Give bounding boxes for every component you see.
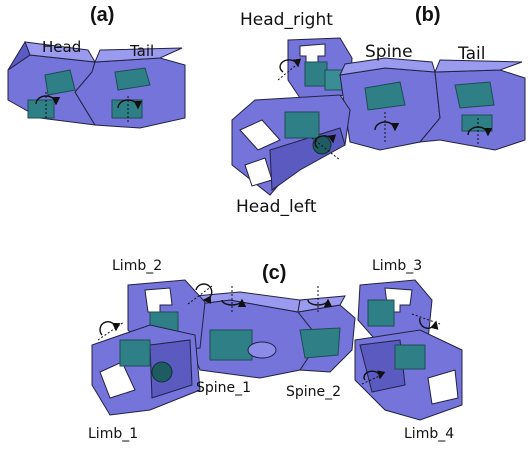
panel-b-head-left-module xyxy=(231,94,351,196)
panel-c-limb-3-label: Limb_3 xyxy=(372,258,423,274)
panel-b-tail-label: Tail xyxy=(458,44,486,64)
panel-c-limb-2-label: Limb_2 xyxy=(112,258,163,274)
panel-b-head-right-label: Head_right xyxy=(240,10,333,30)
panel-c-limb-1-module xyxy=(91,324,201,416)
panel-c-spine-2-module xyxy=(297,295,356,373)
panel-c-axis-indicators xyxy=(97,283,441,385)
panel-b-spine-module xyxy=(339,57,441,151)
panel-c-spine-2-label: Spine_2 xyxy=(286,384,342,400)
panel-a-head-module xyxy=(7,40,96,126)
panel-a-robot xyxy=(7,40,186,129)
panel-c-limb-1-label: Limb_1 xyxy=(88,426,139,442)
panel-b-head-left-label: Head_left xyxy=(236,197,317,217)
panel-c-spine-1-label: Spine_1 xyxy=(196,380,252,396)
panel-b-robot xyxy=(231,37,526,196)
panel-b-rotation-arrow-head-right xyxy=(279,58,302,73)
panel-b-spine-label: Spine xyxy=(365,42,413,62)
panel-b-tag: (b) xyxy=(415,4,441,26)
panel-a-tag: (a) xyxy=(90,4,115,26)
panel-c-limb-3-module xyxy=(357,279,433,346)
panel-b-rotation-arrow-head-left xyxy=(314,134,337,149)
panel-c-limb-4-label: Limb_4 xyxy=(404,426,455,442)
panel-c-robot xyxy=(91,279,463,421)
panel-c-tag: (c) xyxy=(262,262,287,284)
panel-c-limb-4-module xyxy=(354,329,463,421)
panel-a-tail-module xyxy=(74,47,186,129)
panel-b-tail-module xyxy=(418,59,526,151)
panel-a-head-label: Head xyxy=(42,38,82,56)
panel-b-head-right-module xyxy=(287,37,353,99)
panel-a-tail-label: Tail xyxy=(130,42,155,60)
